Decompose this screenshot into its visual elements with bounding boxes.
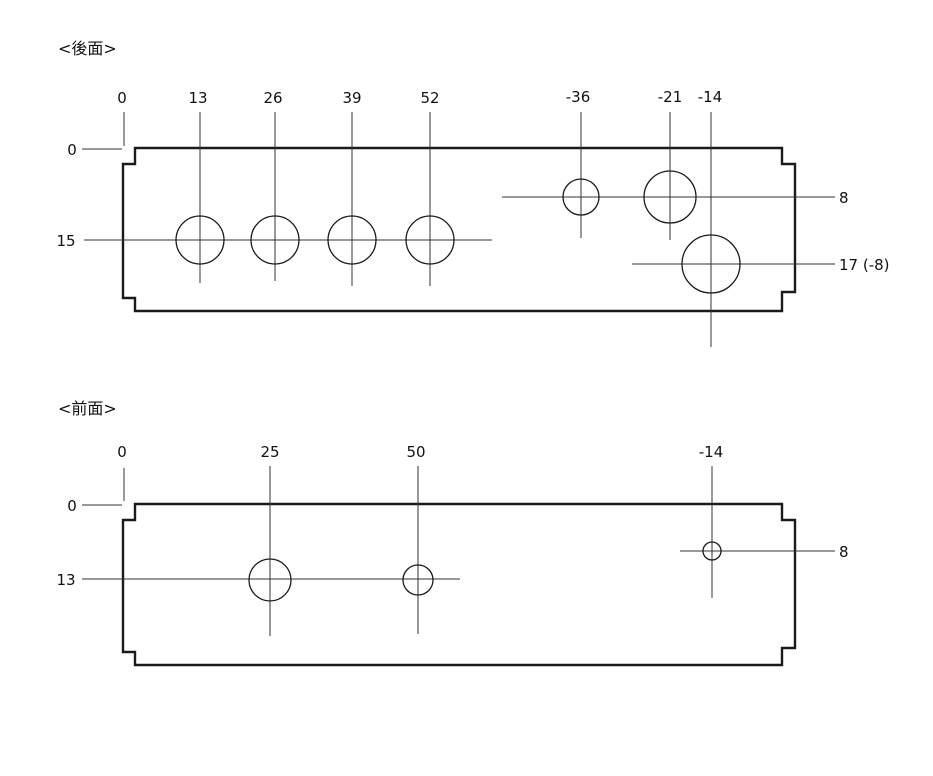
rear-x-label: -14 <box>698 88 723 106</box>
rear-hole <box>405 215 455 265</box>
rear-hole <box>327 215 377 265</box>
rear-x-label: 26 <box>263 89 282 107</box>
front-panel-section: <前面> 0 0 25 50 -14 13 8 <box>56 399 849 667</box>
rear-hole <box>175 215 225 265</box>
rear-y-label: 8 <box>839 189 849 207</box>
rear-x-label: -36 <box>566 88 591 106</box>
rear-y-label: 17 (-8) <box>839 256 890 274</box>
rear-panel-outline <box>121 146 797 313</box>
front-y-label: 13 <box>56 571 75 589</box>
front-hole <box>402 564 434 596</box>
front-x-label: -14 <box>699 443 724 461</box>
rear-hole <box>643 170 697 224</box>
rear-hole <box>250 215 300 265</box>
rear-x-label: 13 <box>188 89 207 107</box>
rear-x-label: 52 <box>420 89 439 107</box>
rear-y-label: 15 <box>56 232 75 250</box>
front-hole <box>702 541 722 561</box>
front-x-label: 50 <box>406 443 425 461</box>
front-panel-outline <box>121 502 797 667</box>
front-panel-title: <前面> <box>58 399 117 418</box>
front-hole <box>248 558 292 602</box>
rear-hole <box>562 178 600 216</box>
rear-origin-x-label: 0 <box>117 89 127 107</box>
rear-panel-section: <後面> 0 0 13 26 39 52 -36 -21 -14 <box>56 39 890 347</box>
front-origin-x-label: 0 <box>117 443 127 461</box>
rear-x-label: -21 <box>658 88 683 106</box>
rear-origin-y-label: 0 <box>67 141 77 159</box>
front-x-label: 25 <box>260 443 279 461</box>
rear-hole <box>681 234 741 294</box>
front-y-label: 8 <box>839 543 849 561</box>
front-origin-y-label: 0 <box>67 497 77 515</box>
rear-panel-title: <後面> <box>58 39 117 58</box>
rear-x-label: 39 <box>342 89 361 107</box>
